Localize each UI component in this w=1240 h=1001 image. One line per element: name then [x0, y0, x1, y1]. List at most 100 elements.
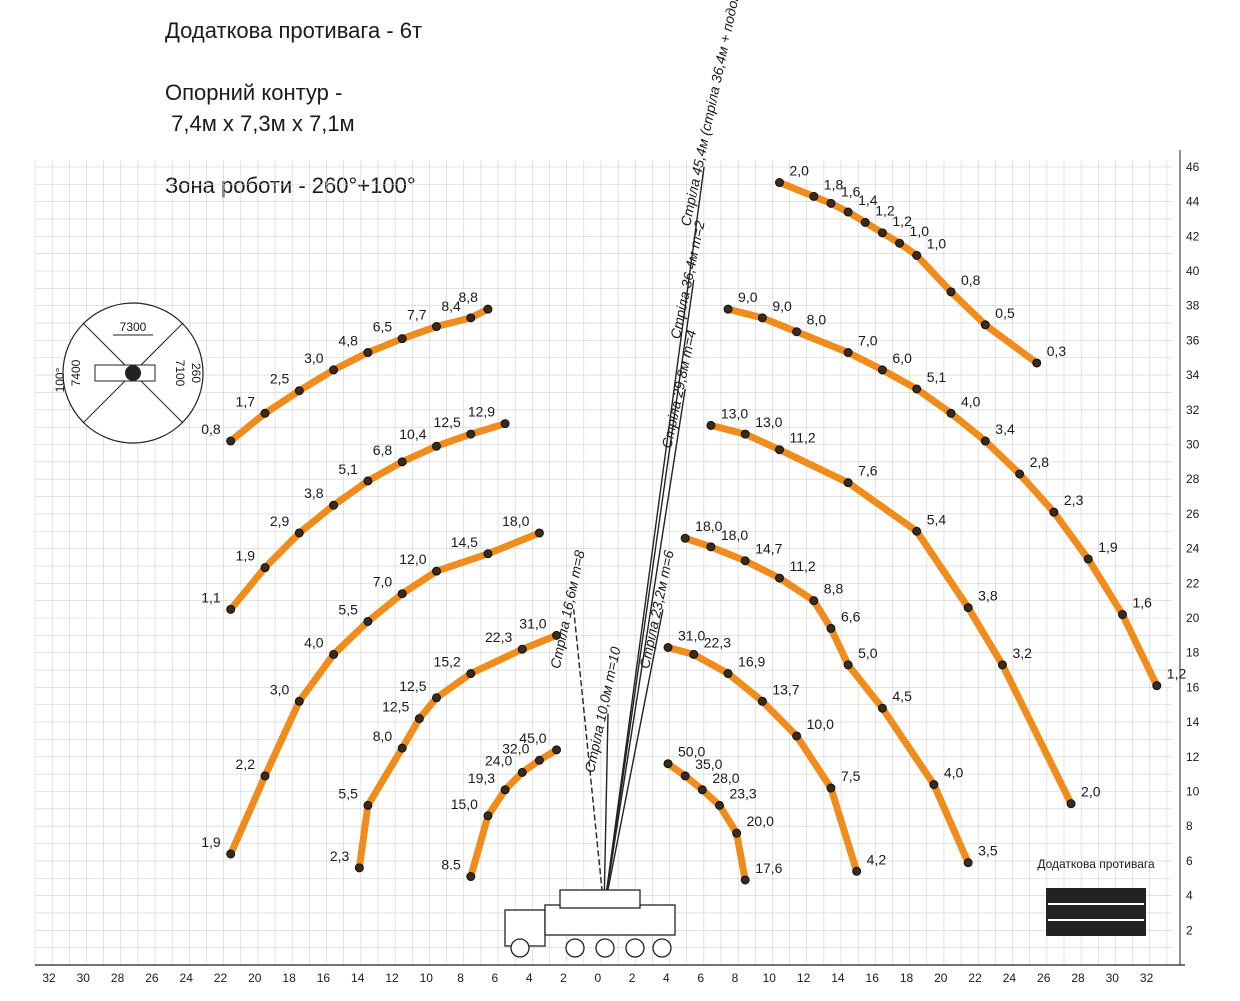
load-label: 11,2 [790, 558, 816, 574]
load-point [500, 419, 510, 429]
load-point [363, 800, 373, 810]
load-point [723, 304, 733, 314]
load-label: 6,5 [373, 319, 393, 335]
load-label: 2,0 [790, 163, 810, 179]
load-label: 28,0 [712, 770, 739, 786]
y-tick-label: 12 [1186, 750, 1200, 764]
load-label: 1,0 [910, 223, 930, 239]
load-label: 6,6 [841, 608, 861, 624]
load-label: 5,5 [338, 601, 358, 617]
load-point [414, 714, 424, 724]
x-tick-label: 6 [492, 971, 499, 985]
counterweight-title: Додаткова противага - 6т [165, 18, 423, 43]
load-point [1049, 507, 1059, 517]
x-tick-label: 24 [180, 971, 194, 985]
y-tick-label: 42 [1186, 229, 1200, 243]
load-label: 3,5 [978, 843, 998, 859]
load-label: 8,8 [824, 581, 844, 597]
boom-label: Стріла 10,0м m=10 [581, 645, 623, 774]
x-tick-label: 30 [77, 971, 91, 985]
load-label: 15,0 [451, 796, 478, 812]
load-point [775, 573, 784, 583]
load-label: 9,0 [738, 289, 758, 305]
load-point [895, 238, 905, 248]
load-point [826, 198, 836, 208]
load-point [483, 811, 493, 821]
load-point [466, 313, 476, 323]
x-tick-label: 14 [831, 971, 845, 985]
load-label: 3,2 [1012, 645, 1032, 661]
x-tick-label: 8 [457, 971, 464, 985]
load-label: 7,5 [841, 768, 861, 784]
y-tick-label: 10 [1186, 785, 1200, 799]
x-tick-label: 18 [900, 971, 914, 985]
load-label: 0,5 [995, 305, 1015, 321]
support-contour-label: Опорний контур - [165, 80, 343, 105]
y-tick-label: 28 [1186, 472, 1200, 486]
load-point [1118, 610, 1127, 620]
load-label: 23,3 [729, 785, 756, 801]
load-point [329, 649, 339, 659]
load-point [260, 563, 270, 573]
load-label: 13,0 [721, 405, 748, 421]
load-point [294, 386, 304, 396]
grid [34, 160, 1172, 966]
load-point [1083, 554, 1093, 564]
y-tick-label: 8 [1186, 819, 1193, 833]
load-label: 50,0 [678, 744, 705, 760]
load-point [663, 642, 673, 652]
load-label: 0,8 [201, 421, 221, 437]
load-label: 2,2 [236, 756, 256, 772]
x-tick-label: 32 [42, 971, 56, 985]
load-point [775, 445, 784, 455]
load-point [946, 287, 956, 297]
load-label: 20,0 [747, 813, 774, 829]
load-point [663, 759, 673, 769]
inset-dim-right-b: 260 [189, 363, 203, 383]
load-point [1152, 681, 1162, 691]
load-label: 1,2 [875, 202, 895, 218]
x-tick-label: 20 [934, 971, 948, 985]
load-label: 10,0 [807, 716, 834, 732]
load-point [697, 785, 707, 795]
load-point [680, 533, 690, 543]
load-point [552, 745, 562, 755]
load-point [792, 731, 802, 741]
load-point [432, 441, 441, 451]
load-label: 13,0 [755, 414, 782, 430]
load-arc [724, 305, 1161, 690]
load-label: 1,9 [201, 834, 221, 850]
load-label: 8.5 [441, 857, 461, 873]
inset-dim-right-a: 7100 [173, 360, 187, 387]
load-label: 10,4 [399, 426, 426, 442]
load-label: 2,3 [330, 848, 350, 864]
y-tick-label: 18 [1186, 646, 1200, 660]
load-arc [681, 534, 972, 867]
load-label: 22,3 [704, 634, 731, 650]
load-point [980, 320, 990, 330]
load-point [706, 420, 716, 430]
x-tick-label: 28 [111, 971, 125, 985]
load-label: 12,0 [399, 551, 426, 567]
x-tick-label: 20 [248, 971, 262, 985]
load-label: 8,0 [373, 728, 393, 744]
load-point [329, 500, 339, 510]
boom-line [603, 388, 686, 911]
load-point [354, 863, 364, 873]
boom-line [603, 166, 705, 911]
load-point [294, 528, 304, 538]
x-tick-label: 8 [732, 971, 739, 985]
load-label: 4,0 [304, 634, 324, 650]
load-point [877, 365, 887, 375]
load-label: 31,0 [678, 627, 705, 643]
x-tick-label: 26 [145, 971, 159, 985]
load-label: 12,5 [382, 699, 409, 715]
x-tick-label: 24 [1003, 971, 1017, 985]
load-point [226, 849, 236, 859]
load-point [843, 660, 853, 670]
load-label: 2,3 [1064, 492, 1084, 508]
load-point [706, 542, 716, 552]
load-label: 22,3 [485, 629, 512, 645]
load-label: 1,0 [927, 235, 947, 251]
